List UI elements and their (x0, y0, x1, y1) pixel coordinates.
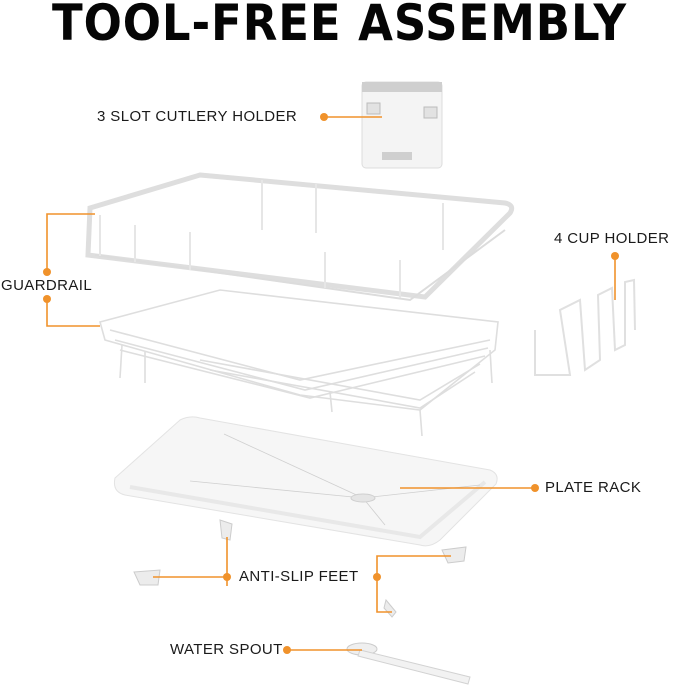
label-water-spout: WATER SPOUT (170, 641, 283, 658)
wire-rack-image (99, 289, 499, 437)
page-title: TOOL-FREE ASSEMBLY (52, 0, 627, 52)
label-plate-rack: PLATE RACK (545, 479, 642, 496)
cup-holder-image (534, 278, 636, 376)
water-spout-image (346, 642, 471, 685)
drip-tray-image (114, 416, 498, 547)
callout-dots (43, 113, 619, 654)
cutlery-holder-image (361, 81, 443, 169)
label-guardrail: GUARDRAIL (1, 277, 93, 294)
label-cup-holder: 4 CUP HOLDER (554, 230, 670, 247)
label-cutlery-holder: 3 SLOT CUTLERY HOLDER (97, 108, 298, 125)
guardrail-image (85, 172, 515, 302)
anti-slip-feet-image (133, 519, 467, 618)
label-anti-slip-feet: ANTI-SLIP FEET (239, 568, 359, 585)
callout-lines (46, 116, 616, 651)
